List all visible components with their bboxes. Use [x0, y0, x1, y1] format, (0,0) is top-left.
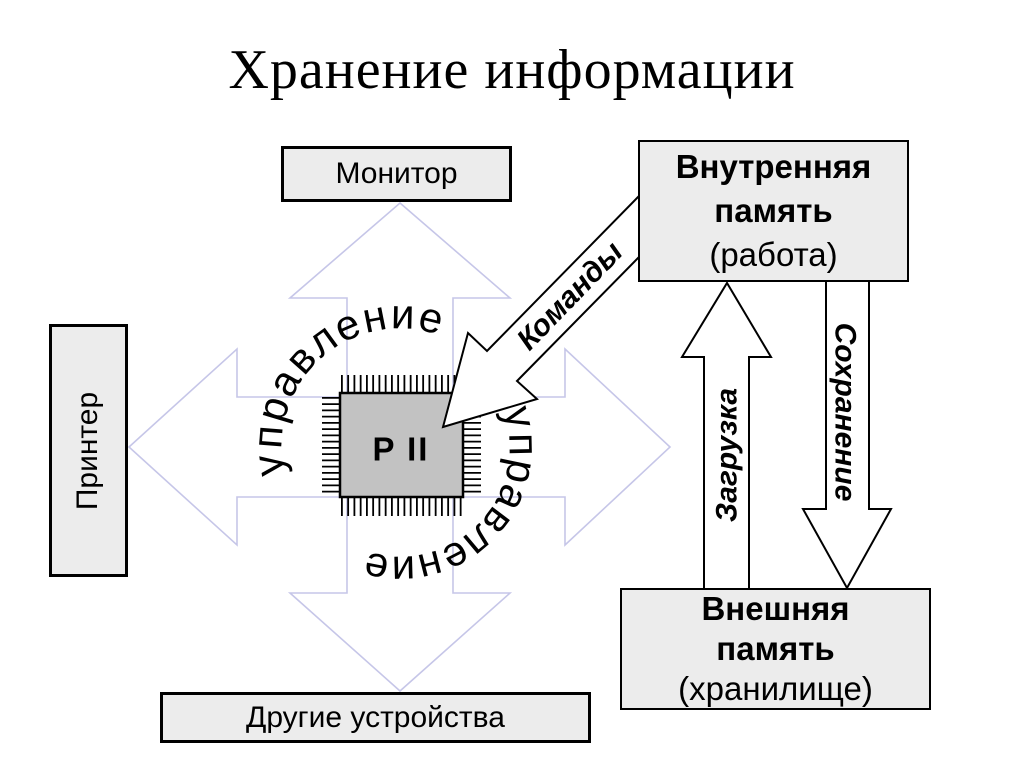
load-arrow: Загрузка [680, 281, 773, 593]
box-other-devices: Другие устройства [160, 692, 591, 743]
box-external-memory: Внешняя память (хранилище) [620, 588, 931, 710]
external-memory-line-3: (хранилище) [678, 670, 873, 707]
box-other-devices-label: Другие устройства [246, 700, 505, 734]
box-printer: Принтер [49, 324, 128, 577]
curved-letter: и [391, 547, 416, 595]
commands-arrow: Команды [441, 193, 640, 429]
curved-letter: п [500, 433, 547, 457]
box-monitor: Монитор [281, 146, 512, 202]
external-memory-line-2: память [716, 630, 835, 667]
curved-letter: и [391, 290, 415, 337]
io-cross-arrow-horizontal [127, 347, 672, 547]
internal-memory-line-3: (работа) [709, 236, 838, 273]
page-title: Хранение информации [228, 39, 796, 101]
save-arrow-label: Сохранение [829, 323, 862, 502]
internal-memory-line-1: Внутренняя [675, 148, 872, 185]
curved-letter: е [414, 292, 448, 343]
curved-letter: п [243, 424, 292, 450]
cpu-label: P II [373, 431, 430, 468]
cpu-pins [322, 375, 481, 516]
commands-arrow-label: Команды [511, 235, 630, 357]
curved-letter: е [360, 543, 392, 594]
save-arrow: Сохранение [801, 277, 893, 591]
load-arrow-label: Загрузка [711, 388, 744, 522]
io-cross-arrow-vertical [287, 201, 513, 693]
box-monitor-label: Монитор [335, 157, 458, 190]
internal-memory-line-2: память [714, 192, 833, 229]
external-memory-line-1: Внешняя [701, 590, 850, 627]
curved-letter: у [244, 452, 293, 479]
box-printer-label: Принтер [71, 391, 105, 510]
cpu-chip [338, 391, 465, 499]
box-internal-memory: Внутренняя память (работа) [638, 140, 909, 282]
